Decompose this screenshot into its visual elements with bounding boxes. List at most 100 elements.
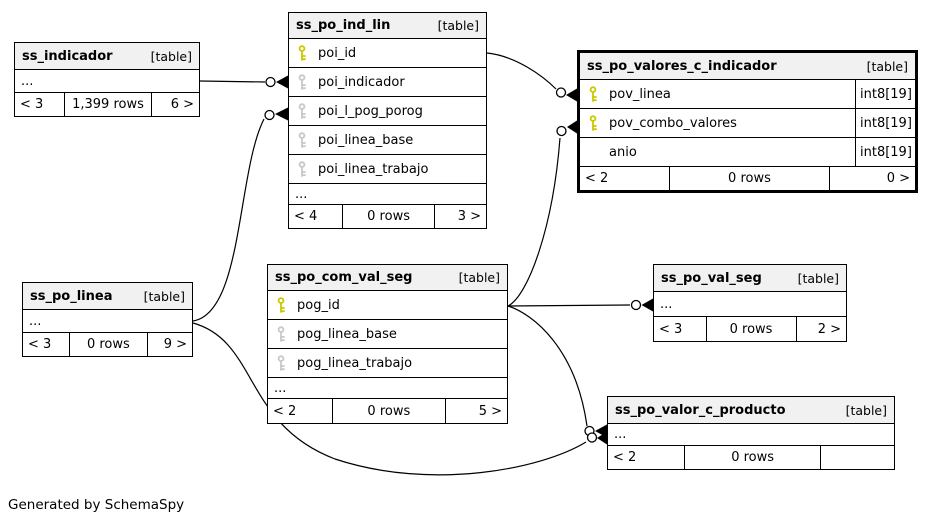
row-count: 0 rows [668, 167, 831, 190]
primary-key-icon [268, 297, 297, 313]
row-count: 0 rows [341, 205, 436, 228]
zero-cardinality-circle [264, 109, 275, 121]
row-count: 0 rows [68, 333, 149, 356]
more-columns-ellipsis: ... [608, 424, 894, 446]
table-header[interactable]: ss_po_ind_lin [table] [289, 13, 486, 39]
table-node-ss_po_valores_c_indicador[interactable]: ss_po_valores_c_indicador [table] pov_line… [577, 50, 918, 193]
column-name: pov_combo_valores [609, 115, 737, 131]
table-footer: < 3 1,399 rows 6 > [15, 93, 199, 116]
parents-count: < 2 [585, 171, 609, 186]
table-header[interactable]: ss_indicador [table] [15, 43, 199, 70]
crows-foot-marker [597, 431, 607, 445]
column-row-poi_linea_trabajo: poi_linea_trabajo [289, 155, 486, 184]
crows-foot-marker [276, 75, 288, 89]
crows-foot-marker [641, 298, 653, 312]
children-count: 2 > [817, 321, 842, 337]
foreign-key-icon [268, 355, 297, 371]
table-name: ss_po_ind_lin [296, 18, 391, 33]
children-count: 3 > [457, 209, 481, 224]
table-tag: [table] [866, 58, 908, 74]
table-header[interactable]: ss_po_valor_c_producto [table] [608, 397, 894, 424]
column-type: int8[19] [855, 138, 915, 166]
column-name: poi_id [318, 45, 357, 61]
foreign-key-icon [289, 132, 318, 148]
column-name: poi_linea_base [318, 132, 414, 148]
row-count: 1,399 rows [64, 93, 152, 116]
edge-ss_po_linea-to-ss_po_ind_lin.poi_l_pog_porog [192, 107, 288, 322]
column-type: int8[19] [855, 80, 915, 108]
parents-count: < 3 [20, 97, 44, 112]
zero-cardinality-circle [555, 87, 567, 98]
edge-ss_po_com_val_seg.pog_id-to-ss_po_valores_c_indicador.pov_combo_valores [507, 120, 577, 307]
zero-cardinality-circle [586, 432, 598, 443]
table-tag: [table] [143, 288, 185, 304]
column-row-pog_linea_base: pog_linea_base [268, 320, 507, 349]
edge-ss_po_com_val_seg.pog_id-to-ss_po_val_seg [507, 298, 653, 312]
children-count: 9 > [163, 337, 187, 352]
parents-count: < 4 [294, 209, 318, 224]
zero-cardinality-circle [265, 76, 276, 88]
primary-key-icon [289, 45, 318, 61]
more-columns-ellipsis: ... [15, 70, 199, 93]
parents-count: < 2 [613, 450, 637, 465]
crows-foot-marker [567, 120, 577, 134]
table-name: ss_po_valor_c_producto [615, 402, 786, 418]
table-name: ss_po_com_val_seg [275, 270, 413, 285]
table-node-ss_po_valor_c_producto[interactable]: ss_po_valor_c_producto [table]... < 2 0 row… [607, 396, 895, 470]
table-name: ss_po_linea [30, 288, 113, 304]
table-header[interactable]: ss_po_com_val_seg [table] [268, 265, 507, 291]
table-header[interactable]: ss_po_val_seg [table] [654, 265, 846, 292]
children-count: 0 > [886, 171, 910, 186]
table-tag: [table] [458, 270, 500, 285]
foreign-key-icon [289, 74, 318, 90]
table-name: ss_po_valores_c_indicador [587, 58, 777, 74]
children-count: 6 > [170, 97, 194, 112]
table-name: ss_indicador [22, 48, 113, 64]
row-count: 0 rows [683, 446, 822, 469]
column-name: pog_linea_trabajo [297, 355, 413, 371]
more-columns-ellipsis: ... [654, 292, 846, 317]
column-row-poi_id: poi_id [289, 39, 486, 68]
column-name: poi_indicador [318, 74, 405, 90]
column-name: poi_linea_trabajo [318, 161, 429, 177]
foreign-key-icon [268, 326, 297, 342]
column-name: poi_l_pog_porog [318, 103, 423, 119]
column-name: pog_linea_base [297, 326, 397, 342]
table-name: ss_po_val_seg [661, 270, 762, 286]
table-header[interactable]: ss_po_linea [table] [23, 283, 192, 310]
table-header[interactable]: ss_po_valores_c_indicador [table] [580, 53, 915, 80]
more-columns-ellipsis: ... [268, 378, 507, 399]
edge-ss_po_ind_lin.poi_id-to-ss_po_valores_c_indicador.pov_linea [486, 52, 577, 102]
edge-ss_indicador-to-ss_po_ind_lin.poi_indicador [199, 75, 288, 89]
column-row-poi_indicador: poi_indicador [289, 68, 486, 97]
row-count: 0 rows [331, 399, 446, 423]
foreign-key-icon [289, 161, 318, 177]
crows-foot-marker [566, 88, 577, 102]
table-tag: [table] [437, 18, 479, 33]
table-tag: [table] [797, 270, 839, 286]
zero-cardinality-circle [556, 125, 567, 137]
primary-key-icon [580, 86, 609, 102]
parents-count: < 3 [659, 321, 683, 337]
column-name: pog_id [297, 297, 340, 313]
table-node-ss_po_com_val_seg[interactable]: ss_po_com_val_seg [table] pog_id pog_linea_… [267, 264, 508, 424]
table-node-ss_indicador[interactable]: ss_indicador [table]... < 3 1,399 rows 6 > [14, 42, 200, 117]
children-count [821, 446, 894, 469]
primary-key-icon [580, 115, 609, 131]
column-row-anio: anio int8[19] [580, 138, 915, 167]
table-tag: [table] [845, 402, 887, 418]
crows-foot-marker [275, 107, 288, 121]
parents-count: < 2 [273, 403, 297, 419]
table-tag: [table] [150, 48, 192, 64]
column-name: anio [609, 144, 637, 160]
column-row-poi_linea_base: poi_linea_base [289, 126, 486, 155]
